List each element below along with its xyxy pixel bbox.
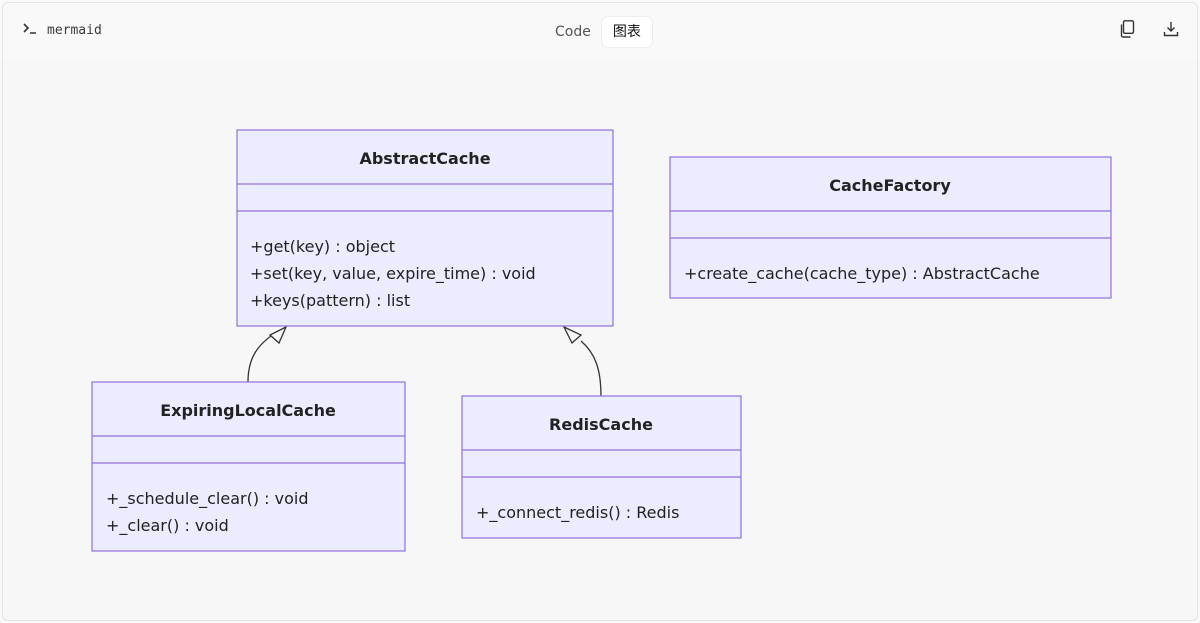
class-method: +_clear() : void [106, 516, 229, 536]
copy-icon [1119, 20, 1135, 42]
class-abstract-cache[interactable]: AbstractCache +get(key) : object +set(ke… [236, 129, 614, 327]
download-icon [1163, 21, 1179, 41]
class-name: AbstractCache [359, 149, 490, 168]
class-expiring-local-cache[interactable]: ExpiringLocalCache +_schedule_clear() : … [91, 381, 406, 552]
diagram-canvas: AbstractCache +get(key) : object +set(ke… [3, 59, 1197, 620]
class-cache-factory[interactable]: CacheFactory +create_cache(cache_type) :… [669, 156, 1112, 299]
class-method: +_schedule_clear() : void [106, 489, 308, 509]
terminal-prompt-icon [23, 22, 37, 38]
class-name: CacheFactory [829, 176, 951, 195]
relation-expiring-to-abstract [247, 325, 288, 383]
language-label: mermaid [47, 22, 102, 38]
class-method: +_connect_redis() : Redis [476, 503, 679, 523]
code-block-toolbar: mermaid Code 图表 [3, 3, 1197, 59]
class-method: +get(key) : object [250, 237, 395, 256]
class-redis-cache[interactable]: RedisCache +_connect_redis() : Redis [461, 395, 742, 539]
inheritance-arrowhead [268, 325, 288, 345]
class-method: +create_cache(cache_type) : AbstractCach… [684, 264, 1040, 284]
view-tabs: Code 图表 [544, 17, 652, 47]
class-method: +set(key, value, expire_time) : void [250, 264, 536, 284]
copy-button[interactable] [1115, 19, 1139, 43]
class-name: RedisCache [549, 415, 653, 434]
inheritance-arrowhead [562, 325, 583, 345]
relation-redis-to-abstract [562, 325, 602, 397]
class-name: ExpiringLocalCache [160, 401, 336, 420]
class-diagram: AbstractCache +get(key) : object +set(ke… [91, 129, 1112, 552]
download-button[interactable] [1159, 19, 1183, 43]
tab-diagram[interactable]: 图表 [601, 17, 652, 47]
class-method: +keys(pattern) : list [250, 291, 410, 310]
tab-code[interactable]: Code [555, 24, 591, 40]
language-indicator: mermaid [23, 22, 102, 38]
